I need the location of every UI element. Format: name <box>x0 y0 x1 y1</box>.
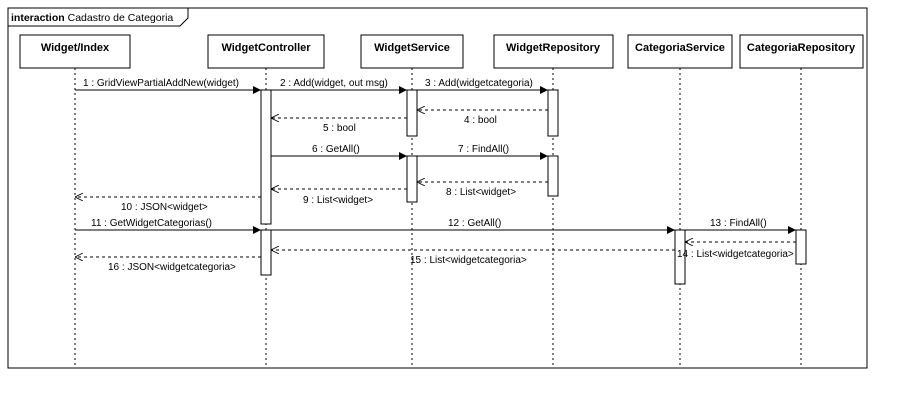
message-label: 16 : JSON<widgetcategoria> <box>108 262 236 273</box>
message-15: 15 : List<widgetcategoria> <box>271 250 675 266</box>
message-label: 12 : GetAll() <box>448 218 501 229</box>
message-label: 14 : List<widgetcategoria> <box>677 249 794 260</box>
activation-bar-controller <box>260 89 272 225</box>
lifeline-head <box>493 34 614 69</box>
activation-bar-repository <box>547 89 559 137</box>
message-label: 10 : JSON<widget> <box>121 202 208 213</box>
lifeline-widget-service: WidgetService <box>360 34 464 368</box>
message-8: 8 : List<widget> <box>417 182 548 198</box>
interaction-frame <box>7 7 868 369</box>
message-label: 1 : GridViewPartialAddNew(widget) <box>83 78 239 89</box>
message-label: 6 : GetAll() <box>312 144 360 155</box>
frame-title: interaction Cadastro de Categoria <box>11 12 173 24</box>
lifeline-head <box>739 34 864 69</box>
frame-title-tab <box>8 8 189 27</box>
message-11: 11 : GetWidgetCategorias() <box>75 218 261 234</box>
lifeline-categoria-repository: CategoriaRepository <box>739 34 864 368</box>
frame-name: Cadastro de Categoria <box>68 12 174 24</box>
message-4: 4 : bool <box>417 110 548 126</box>
message-label: 9 : List<widget> <box>303 195 373 206</box>
activation-bar-repository <box>547 155 559 197</box>
lifeline-head <box>360 34 464 69</box>
activation-bar-categoria-service <box>674 229 686 285</box>
message-label: 5 : bool <box>323 123 356 134</box>
message-label: 11 : GetWidgetCategorias() <box>91 218 212 229</box>
message-9: 9 : List<widget> <box>271 189 407 206</box>
activation-bar-controller <box>260 229 272 276</box>
lifeline-widget-index: Widget/Index <box>19 34 131 368</box>
lifeline-head <box>19 34 131 69</box>
message-5: 5 : bool <box>271 118 407 134</box>
message-label: 13 : FindAll() <box>710 218 767 229</box>
lifeline-name: WidgetController <box>221 42 311 54</box>
message-7: 7 : FindAll() <box>417 144 548 160</box>
message-14: 14 : List<widgetcategoria> <box>677 242 796 260</box>
message-16: 16 : JSON<widgetcategoria> <box>75 257 261 273</box>
activation-bar-service <box>406 89 418 137</box>
lifeline-name: Widget/Index <box>41 42 110 54</box>
lifeline-widget-repository: WidgetRepository <box>493 34 614 368</box>
message-10: 10 : JSON<widget> <box>75 197 261 213</box>
message-label: 3 : Add(widgetcategoria) <box>425 78 533 89</box>
activation-bar-service <box>406 155 418 203</box>
message-3: 3 : Add(widgetcategoria) <box>417 78 548 94</box>
lifeline-name: CategoriaRepository <box>747 42 856 54</box>
message-label: 2 : Add(widget, out msg) <box>280 78 388 89</box>
lifeline-categoria-service: CategoriaService <box>627 34 733 368</box>
message-12: 12 : GetAll() <box>271 218 675 234</box>
lifeline-name: WidgetService <box>374 42 450 54</box>
message-label: 7 : FindAll() <box>458 144 509 155</box>
message-13: 13 : FindAll() <box>685 218 796 234</box>
lifeline-widget-controller: WidgetController <box>207 34 325 368</box>
lifeline-name: CategoriaService <box>635 42 725 54</box>
message-6: 6 : GetAll() <box>271 144 407 160</box>
lifeline-name: WidgetRepository <box>506 42 601 54</box>
message-label: 15 : List<widgetcategoria> <box>410 255 527 266</box>
message-1: 1 : GridViewPartialAddNew(widget) <box>75 78 261 94</box>
message-2: 2 : Add(widget, out msg) <box>271 78 407 94</box>
message-label: 4 : bool <box>464 115 497 126</box>
message-label: 8 : List<widget> <box>446 187 516 198</box>
activation-bar-categoria-repository <box>795 229 807 265</box>
frame-keyword: interaction <box>11 12 65 24</box>
lifeline-head <box>627 34 733 69</box>
